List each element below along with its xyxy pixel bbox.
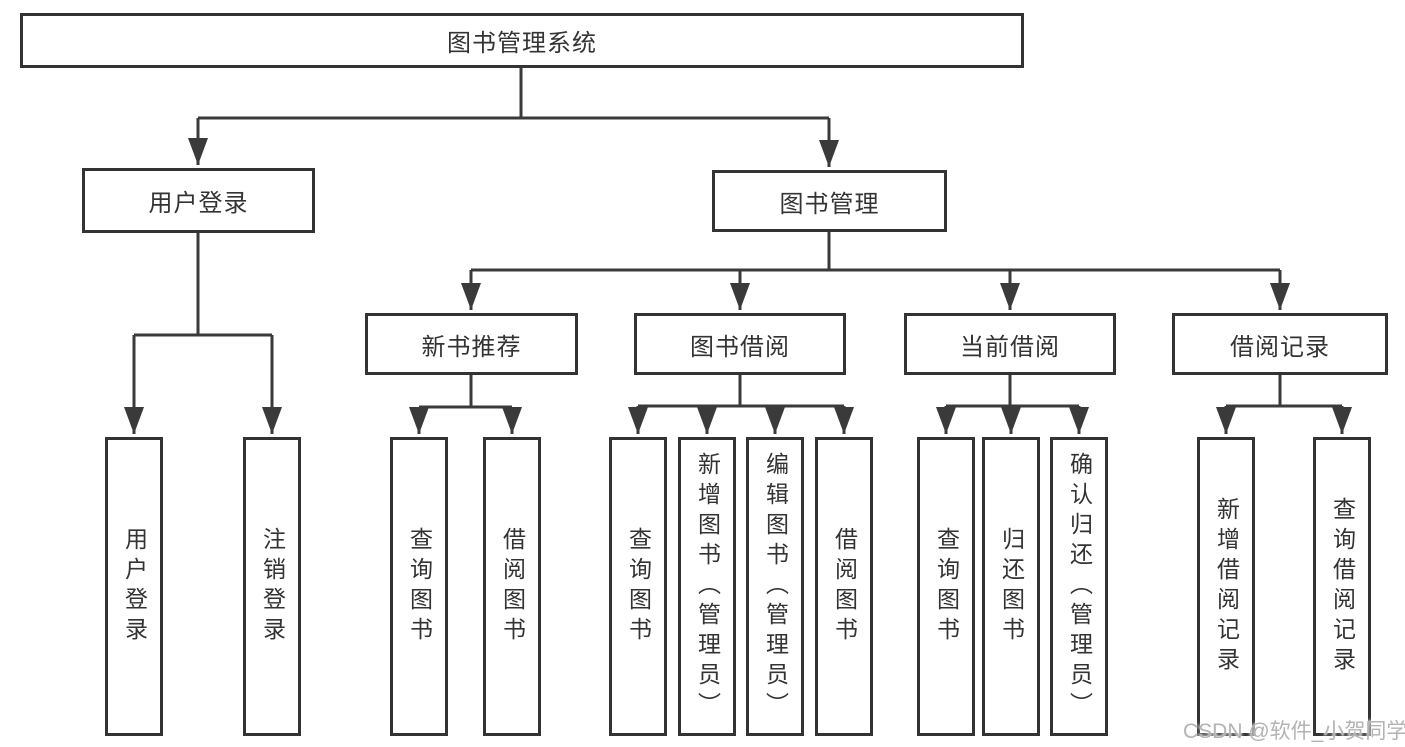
node-root-label: 图书管理系统 bbox=[447, 30, 597, 57]
connector-root-to-level1 bbox=[188, 68, 839, 167]
node-book-mgmt-label: 图书管理 bbox=[779, 190, 880, 218]
node-new-book-rec-label: 新书推荐 bbox=[421, 333, 522, 361]
leaf-user-login: 用户登录 bbox=[105, 437, 163, 736]
connector-book-borrow-to-leaves bbox=[628, 375, 854, 434]
leaf-query-books: 查询图书 bbox=[917, 437, 975, 736]
leaf-borrow-books: 借阅图书 bbox=[815, 437, 873, 736]
connector-current-borrow-to-leaves bbox=[936, 375, 1089, 434]
leaf-confirm-return-admin-label: 确认归还（管理员） bbox=[1066, 451, 1093, 722]
node-book-borrow: 图书借阅 bbox=[634, 313, 846, 375]
leaf-query-borrow-record-label: 查询借阅记录 bbox=[1329, 496, 1356, 677]
leaf-return-books: 归还图书 bbox=[982, 437, 1040, 736]
leaf-logout: 注销登录 bbox=[243, 437, 301, 736]
leaf-add-book-admin: 新增图书（管理员） bbox=[678, 437, 736, 736]
node-borrow-records: 借阅记录 bbox=[1172, 313, 1388, 375]
leaf-query-books-label: 查询图书 bbox=[933, 526, 960, 647]
leaf-borrow-books-label: 借阅图书 bbox=[831, 526, 858, 647]
leaf-add-borrow-record-label: 新增借阅记录 bbox=[1213, 496, 1240, 677]
connector-book-mgmt-to-level2 bbox=[461, 232, 1290, 310]
leaf-query-books: 查询图书 bbox=[390, 437, 448, 736]
leaf-confirm-return-admin: 确认归还（管理员） bbox=[1050, 437, 1108, 736]
leaf-query-books-label: 查询图书 bbox=[625, 526, 652, 647]
node-borrow-records-label: 借阅记录 bbox=[1230, 333, 1330, 361]
leaf-user-login-label: 用户登录 bbox=[121, 526, 148, 647]
node-book-borrow-label: 图书借阅 bbox=[690, 333, 790, 361]
node-current-borrow: 当前借阅 bbox=[904, 313, 1116, 375]
leaf-query-borrow-record: 查询借阅记录 bbox=[1313, 437, 1371, 736]
node-new-book-rec: 新书推荐 bbox=[365, 313, 578, 375]
leaf-query-books: 查询图书 bbox=[609, 437, 667, 736]
leaf-add-book-admin-label: 新增图书（管理员） bbox=[694, 451, 721, 722]
leaf-edit-book-admin: 编辑图书（管理员） bbox=[746, 437, 804, 736]
node-root-system: 图书管理系统 bbox=[20, 13, 1024, 68]
leaf-add-borrow-record: 新增借阅记录 bbox=[1197, 437, 1255, 736]
leaf-logout-label: 注销登录 bbox=[259, 526, 286, 647]
node-current-borrow-label: 当前借阅 bbox=[960, 333, 1060, 361]
leaf-borrow-books-label: 借阅图书 bbox=[499, 526, 526, 647]
node-user-login: 用户登录 bbox=[82, 168, 315, 233]
leaf-edit-book-admin-label: 编辑图书（管理员） bbox=[762, 451, 789, 722]
connector-borrow-records-to-leaves bbox=[1216, 375, 1352, 434]
leaf-query-books-label: 查询图书 bbox=[406, 526, 433, 647]
node-book-mgmt: 图书管理 bbox=[712, 170, 947, 232]
leaf-borrow-books: 借阅图书 bbox=[483, 437, 541, 736]
leaf-return-books-label: 归还图书 bbox=[998, 526, 1025, 647]
connector-user-login-to-leaves bbox=[124, 233, 282, 434]
node-user-login-label: 用户登录 bbox=[148, 190, 249, 217]
connector-new-book-rec-to-leaves bbox=[409, 375, 522, 434]
